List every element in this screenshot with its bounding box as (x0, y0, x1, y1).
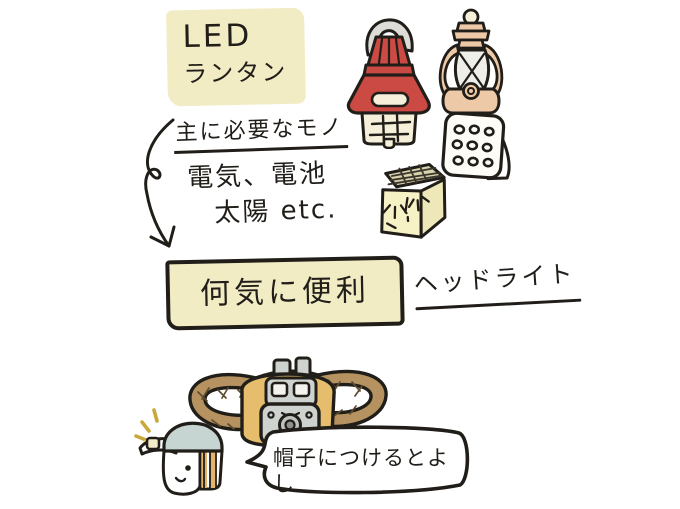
person-with-cap-illustration (134, 408, 224, 496)
speech-bubble-text: 帽子につけるとよし (273, 446, 449, 497)
hurricane-lantern-illustration (438, 8, 504, 115)
needs-block: 主に必要なモノ 電気、電池 太陽 etc. (173, 113, 351, 232)
convenient-box: 何気に便利 (165, 255, 405, 331)
curved-down-arrow (144, 118, 176, 248)
cube-lantern-illustration (380, 162, 447, 239)
led-panel-light-illustration (441, 111, 511, 181)
headlight-label-block: ヘッドライト (413, 258, 582, 311)
needs-row2: 太陽 etc. (213, 194, 338, 229)
speech-bubble: 帽子につけるとよし (237, 422, 475, 500)
speech-bubble-outline (245, 425, 470, 495)
led-note-line1: LED (182, 17, 253, 56)
led-lantern-note: LED ランタン (166, 7, 306, 107)
needs-title: 主に必要なモノ (173, 113, 349, 154)
headlight-label: ヘッドライト (412, 259, 577, 299)
red-lantern-illustration (346, 18, 431, 149)
convenient-label: 何気に便利 (199, 273, 371, 313)
led-note-line2: ランタン (183, 57, 288, 88)
needs-row1: 電気、電池 (186, 158, 328, 194)
headlight-underline (415, 298, 582, 311)
